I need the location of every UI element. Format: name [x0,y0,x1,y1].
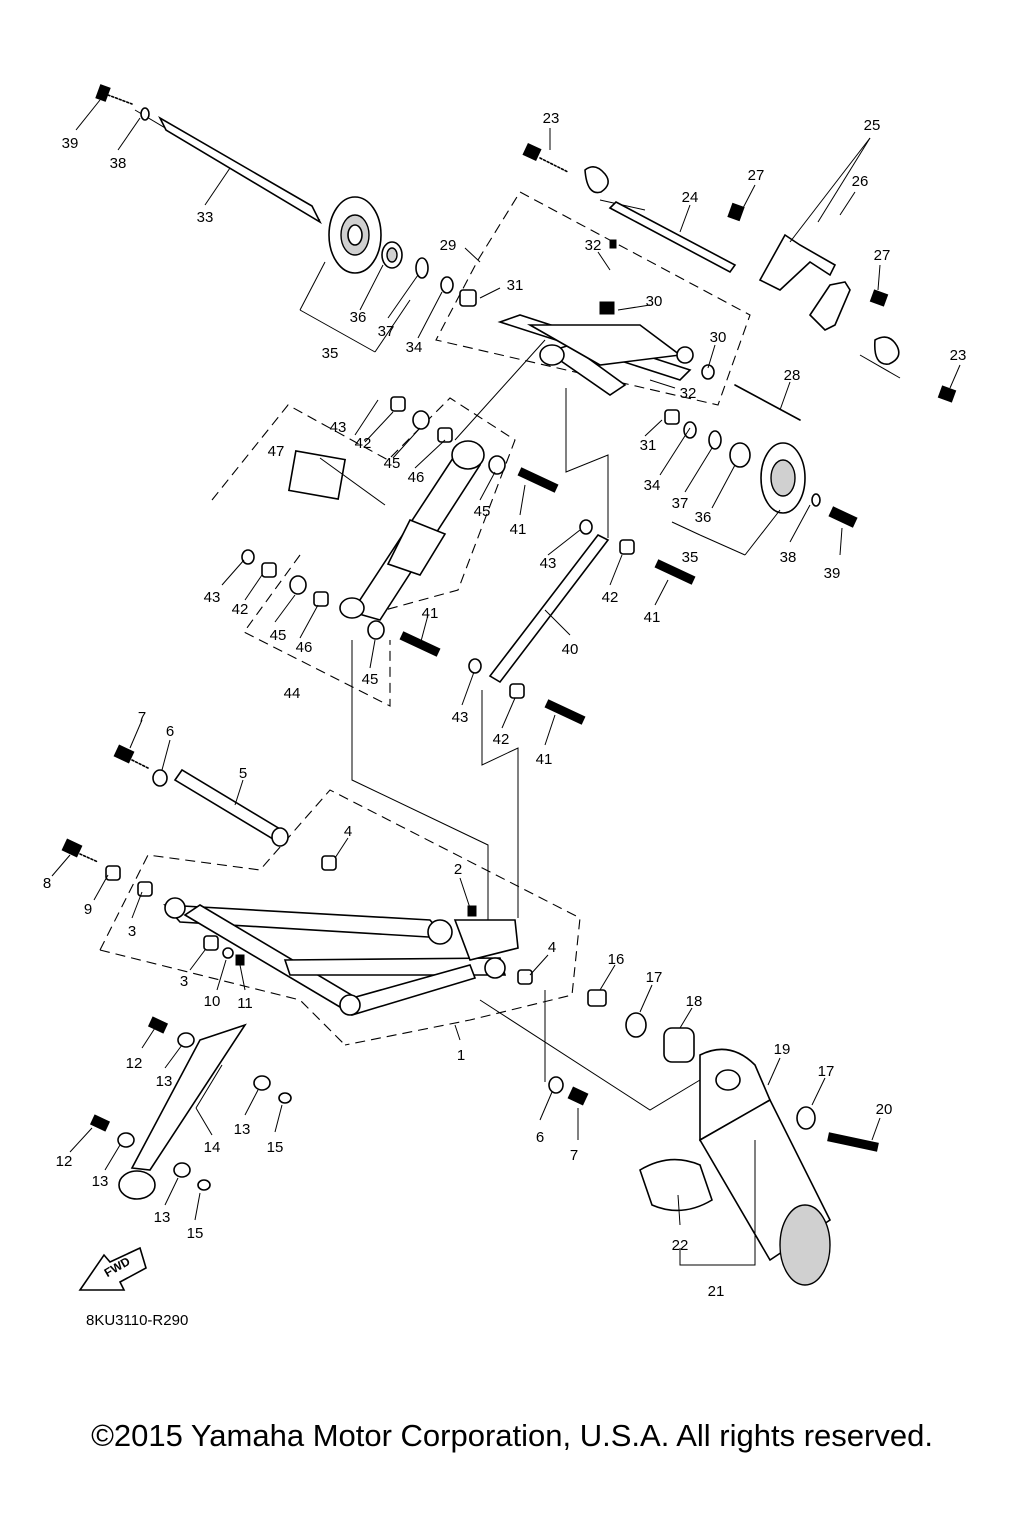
upper-arm-29 [497,239,858,528]
callout-27: 27 [748,167,765,184]
callout-22: 22 [672,1237,689,1254]
callout-12: 12 [126,1055,143,1072]
group-outlines [99,191,751,1046]
callout-4b: 4 [548,939,556,956]
callout-43d: 43 [452,709,469,726]
callout-17b: 17 [818,1063,835,1080]
callout-34b: 34 [644,477,661,494]
callout-32: 32 [585,237,602,254]
callout-6b: 6 [536,1129,544,1146]
callout-45: 45 [384,455,401,472]
callout-42d: 42 [493,731,510,748]
callout-15: 15 [267,1139,284,1156]
upper-axle-left [95,84,477,307]
rear-shock-21 [587,989,879,1286]
lower-arm-1 [163,897,589,1106]
callout-41c: 41 [422,605,439,622]
callout-8: 8 [43,875,51,892]
callout-35b: 35 [682,549,699,566]
callout-40: 40 [562,641,579,658]
callout-17: 17 [646,969,663,986]
diagram-code: 8KU3110-R290 [86,1312,188,1329]
callout-26: 26 [852,173,869,190]
callout-4: 4 [344,823,352,840]
callout-3b: 3 [180,973,188,990]
callout-28: 28 [784,367,801,384]
callout-18: 18 [686,993,703,1010]
callout-46: 46 [408,469,425,486]
callout-20: 20 [876,1101,893,1118]
callout-30: 30 [646,293,663,310]
callout-41b: 41 [644,609,661,626]
callout-44: 44 [284,685,301,702]
callout-5: 5 [239,765,247,782]
callout-14: 14 [204,1139,221,1156]
callout-29: 29 [440,237,457,254]
copyright-notice: ©2015 Yamaha Motor Corporation, U.S.A. A… [91,1418,933,1453]
bracket-25 [522,142,957,403]
callout-25: 25 [864,117,881,134]
callout-3: 3 [128,923,136,940]
callout-39: 39 [62,135,79,152]
callout-12b: 12 [56,1153,73,1170]
callout-30b: 30 [710,329,727,346]
callout-38b: 38 [780,549,797,566]
callout-15b: 15 [187,1225,204,1242]
callout-36b: 36 [695,509,712,526]
callout-13c: 13 [92,1173,109,1190]
callout-41: 41 [510,521,527,538]
callout-23: 23 [543,110,560,127]
strap-14 [89,1016,292,1200]
callout-13d: 13 [154,1209,171,1226]
callout-42: 42 [355,435,372,452]
callout-43c: 43 [204,589,221,606]
callout-35: 35 [322,345,339,362]
callout-13b: 13 [234,1121,251,1138]
callout-42c: 42 [232,601,249,618]
callout-6: 6 [166,723,174,740]
callout-23b: 23 [950,347,967,364]
callout-9: 9 [84,901,92,918]
callout-45b: 45 [474,503,491,520]
callout-39b: 39 [824,565,841,582]
callout-16: 16 [608,951,625,968]
callout-43b: 43 [540,555,557,572]
callout-46b: 46 [296,639,313,656]
callout-36: 36 [350,309,367,326]
parts-diagram: FWD [43,84,967,1329]
callout-11: 11 [237,995,253,1012]
callout-1: 1 [457,1047,465,1064]
callout-leaders [51,99,961,1266]
callout-24: 24 [682,189,699,206]
callout-2: 2 [454,861,462,878]
callout-42b: 42 [602,589,619,606]
callout-37: 37 [378,323,395,340]
callout-13: 13 [156,1073,173,1090]
fwd-arrow-icon: FWD [78,1246,147,1291]
callout-7b: 7 [570,1147,578,1164]
callout-31b: 31 [640,437,657,454]
lower-shaft-5 [61,744,337,897]
callout-19: 19 [774,1041,791,1058]
link-rod-40 [468,519,696,725]
callout-37b: 37 [672,495,689,512]
callout-45c: 45 [270,627,287,644]
callout-43: 43 [330,419,347,436]
callout-47: 47 [268,443,285,460]
callout-21: 21 [708,1283,725,1300]
callout-numbers: 1 2 3 3 4 4 5 6 6 7 7 8 9 10 11 12 12 13… [43,110,967,1300]
callout-41d: 41 [536,751,553,768]
callout-34: 34 [406,339,423,356]
callout-38: 38 [110,155,127,172]
callout-7: 7 [138,709,146,726]
callout-27b: 27 [874,247,891,264]
callout-45d: 45 [362,671,379,688]
callout-32b: 32 [680,385,697,402]
callout-10: 10 [204,993,221,1010]
callout-31: 31 [507,277,524,294]
callout-33: 33 [197,209,214,226]
front-shock-46 [241,396,559,657]
